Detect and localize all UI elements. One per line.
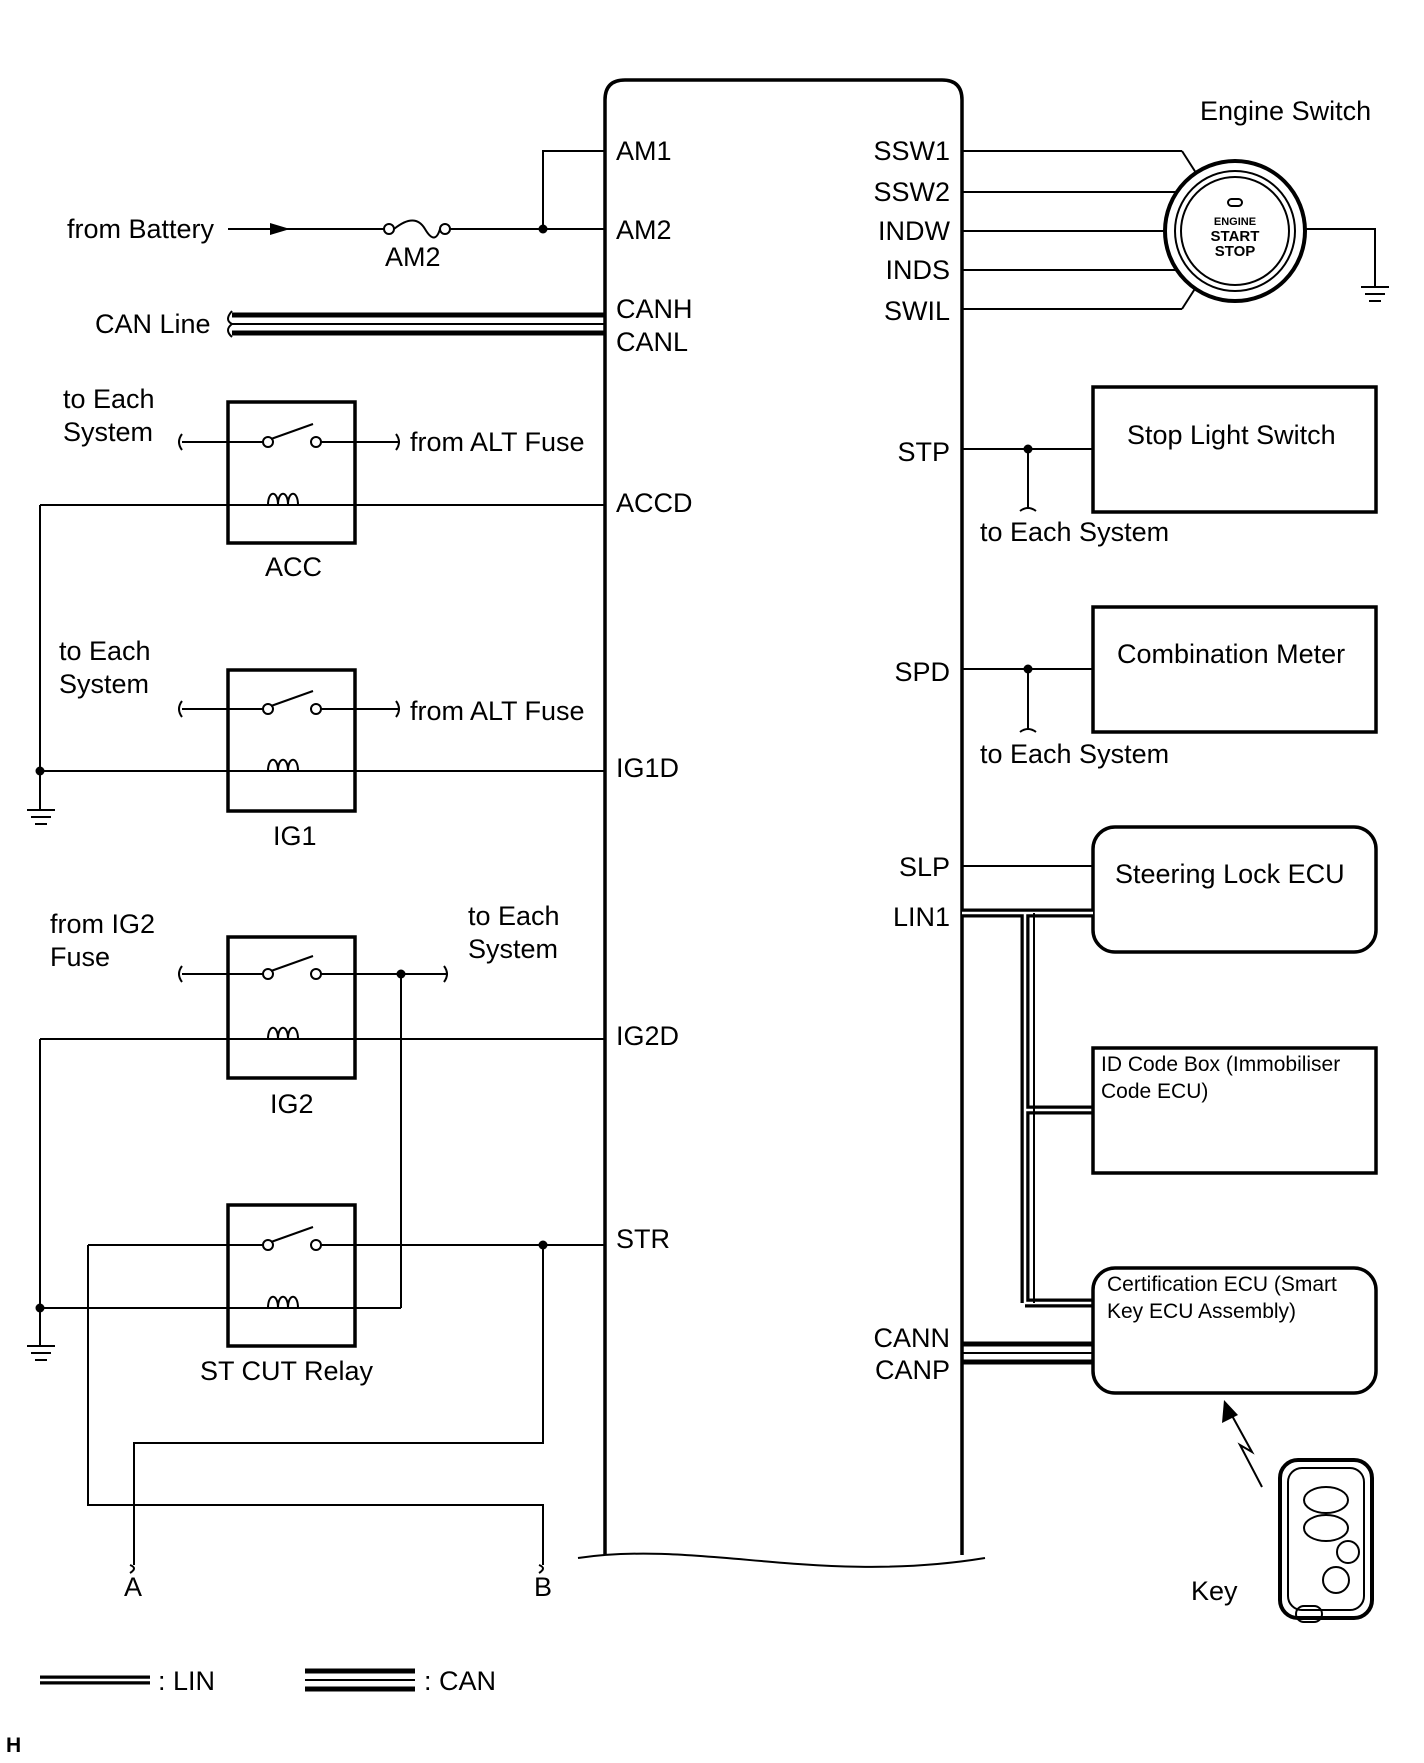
ig2-relay: from IG2 Fuse to Each System IG2 <box>40 901 605 1119</box>
legend-lin-label: : LIN <box>158 1666 215 1696</box>
pin-str: STR <box>616 1224 670 1254</box>
pin-canp: CANP <box>875 1355 950 1385</box>
pin-spd: SPD <box>894 657 950 687</box>
lin-bus <box>962 908 1093 1308</box>
legend: : LIN : CAN <box>40 1666 496 1696</box>
pin-ssw1: SSW1 <box>873 136 950 166</box>
certification-ecu-label-2: Key ECU Assembly) <box>1107 1300 1296 1323</box>
ecu-body <box>577 78 986 1568</box>
pin-canh: CANH <box>616 294 693 324</box>
acc-from-alt-label: from ALT Fuse <box>410 427 585 457</box>
engine-switch: Engine Switch ENGINE START STOP <box>962 96 1389 310</box>
pin-cann: CANN <box>873 1323 950 1353</box>
am-power-supply: from Battery AM2 <box>67 150 605 272</box>
ig1-from-alt-label: from ALT Fuse <box>410 696 585 726</box>
steering-lock-ecu: Steering Lock ECU <box>962 825 1378 954</box>
pin-stp: STP <box>897 437 950 467</box>
pin-swil: SWIL <box>884 296 950 326</box>
engine-switch-face-stop: STOP <box>1215 243 1256 260</box>
engine-switch-icon <box>1163 159 1307 303</box>
combination-meter: Combination Meter to Each System <box>962 605 1378 769</box>
ig1-relay: to Each System from ALT Fuse IG1 <box>40 636 605 851</box>
acc-to-system-label-2: System <box>63 417 153 447</box>
legend-can-label: : CAN <box>424 1666 496 1696</box>
ig2-relay-label: IG2 <box>270 1089 314 1119</box>
corner-mark: H <box>6 1734 21 1757</box>
st-cut-relay: ST CUT Relay <box>40 974 605 1386</box>
pin-ig2d: IG2D <box>616 1021 679 1051</box>
spd-to-system-label: to Each System <box>980 739 1169 769</box>
pin-ig1d: IG1D <box>616 753 679 783</box>
acc-relay-label: ACC <box>265 552 322 582</box>
engine-switch-face-engine: ENGINE <box>1214 216 1256 228</box>
acc-to-system-label-1: to Each <box>63 384 155 414</box>
stp-to-system-label: to Each System <box>980 517 1169 547</box>
pin-lin1: LIN1 <box>893 902 950 932</box>
pin-ssw2: SSW2 <box>873 177 950 207</box>
pin-inds: INDS <box>885 255 950 285</box>
terminals-a-b: A B <box>87 1245 552 1602</box>
ig2-from-label-2: Fuse <box>50 942 110 972</box>
terminal-b-label: B <box>534 1572 552 1602</box>
pin-am2: AM2 <box>616 215 672 245</box>
ground-bottom <box>27 1039 55 1361</box>
arrow-icon <box>270 223 290 235</box>
ig2-to-system-label-2: System <box>468 934 558 964</box>
can-line-left: CAN Line <box>95 309 605 339</box>
ig2-to-system-label-1: to Each <box>468 901 560 931</box>
key-fob-icon: Key <box>1191 1458 1374 1623</box>
certification-ecu-label-1: Certification ECU (Smart <box>1107 1273 1337 1296</box>
pin-accd: ACCD <box>616 488 693 518</box>
can-line-label: CAN Line <box>95 309 211 339</box>
combination-meter-label: Combination Meter <box>1117 639 1345 669</box>
id-code-box-label-2: Code ECU) <box>1101 1080 1208 1103</box>
certification-ecu: Certification ECU (Smart Key ECU Assembl… <box>962 1266 1378 1395</box>
pin-am1: AM1 <box>616 136 672 166</box>
ig1-relay-label: IG1 <box>273 821 317 851</box>
ig1-to-system-label-2: System <box>59 669 149 699</box>
pin-indw: INDW <box>878 216 950 246</box>
engine-switch-face-start: START <box>1211 228 1260 245</box>
ground-top <box>27 505 55 825</box>
from-battery-label: from Battery <box>67 214 215 244</box>
engine-switch-label: Engine Switch <box>1200 96 1371 126</box>
stop-light-switch: Stop Light Switch to Each System <box>962 385 1378 547</box>
key-label: Key <box>1191 1576 1238 1606</box>
acc-relay: to Each System from ALT Fuse ACC <box>40 384 605 582</box>
steering-lock-ecu-label: Steering Lock ECU <box>1115 859 1345 889</box>
id-code-box: ID Code Box (Immobiliser Code ECU) <box>1091 1046 1378 1175</box>
terminal-a-label: A <box>124 1572 142 1602</box>
id-code-box-label-1: ID Code Box (Immobiliser <box>1101 1053 1340 1076</box>
st-cut-relay-label: ST CUT Relay <box>200 1356 374 1386</box>
ig2-from-label-1: from IG2 <box>50 909 155 939</box>
stop-light-switch-label: Stop Light Switch <box>1127 420 1336 450</box>
pin-slp: SLP <box>899 852 950 882</box>
am2-fuse-label: AM2 <box>385 242 441 272</box>
ig1-to-system-label-1: to Each <box>59 636 151 666</box>
pin-canl: CANL <box>616 327 688 357</box>
wireless-signal-icon <box>1222 1400 1263 1488</box>
